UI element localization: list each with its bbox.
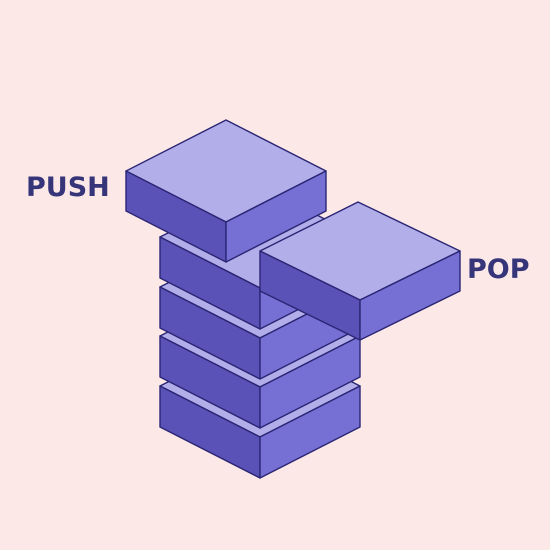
push-block [125, 119, 327, 263]
pop-label: POP [467, 254, 530, 285]
pop-block [259, 201, 461, 341]
push-label: PUSH [26, 172, 110, 203]
